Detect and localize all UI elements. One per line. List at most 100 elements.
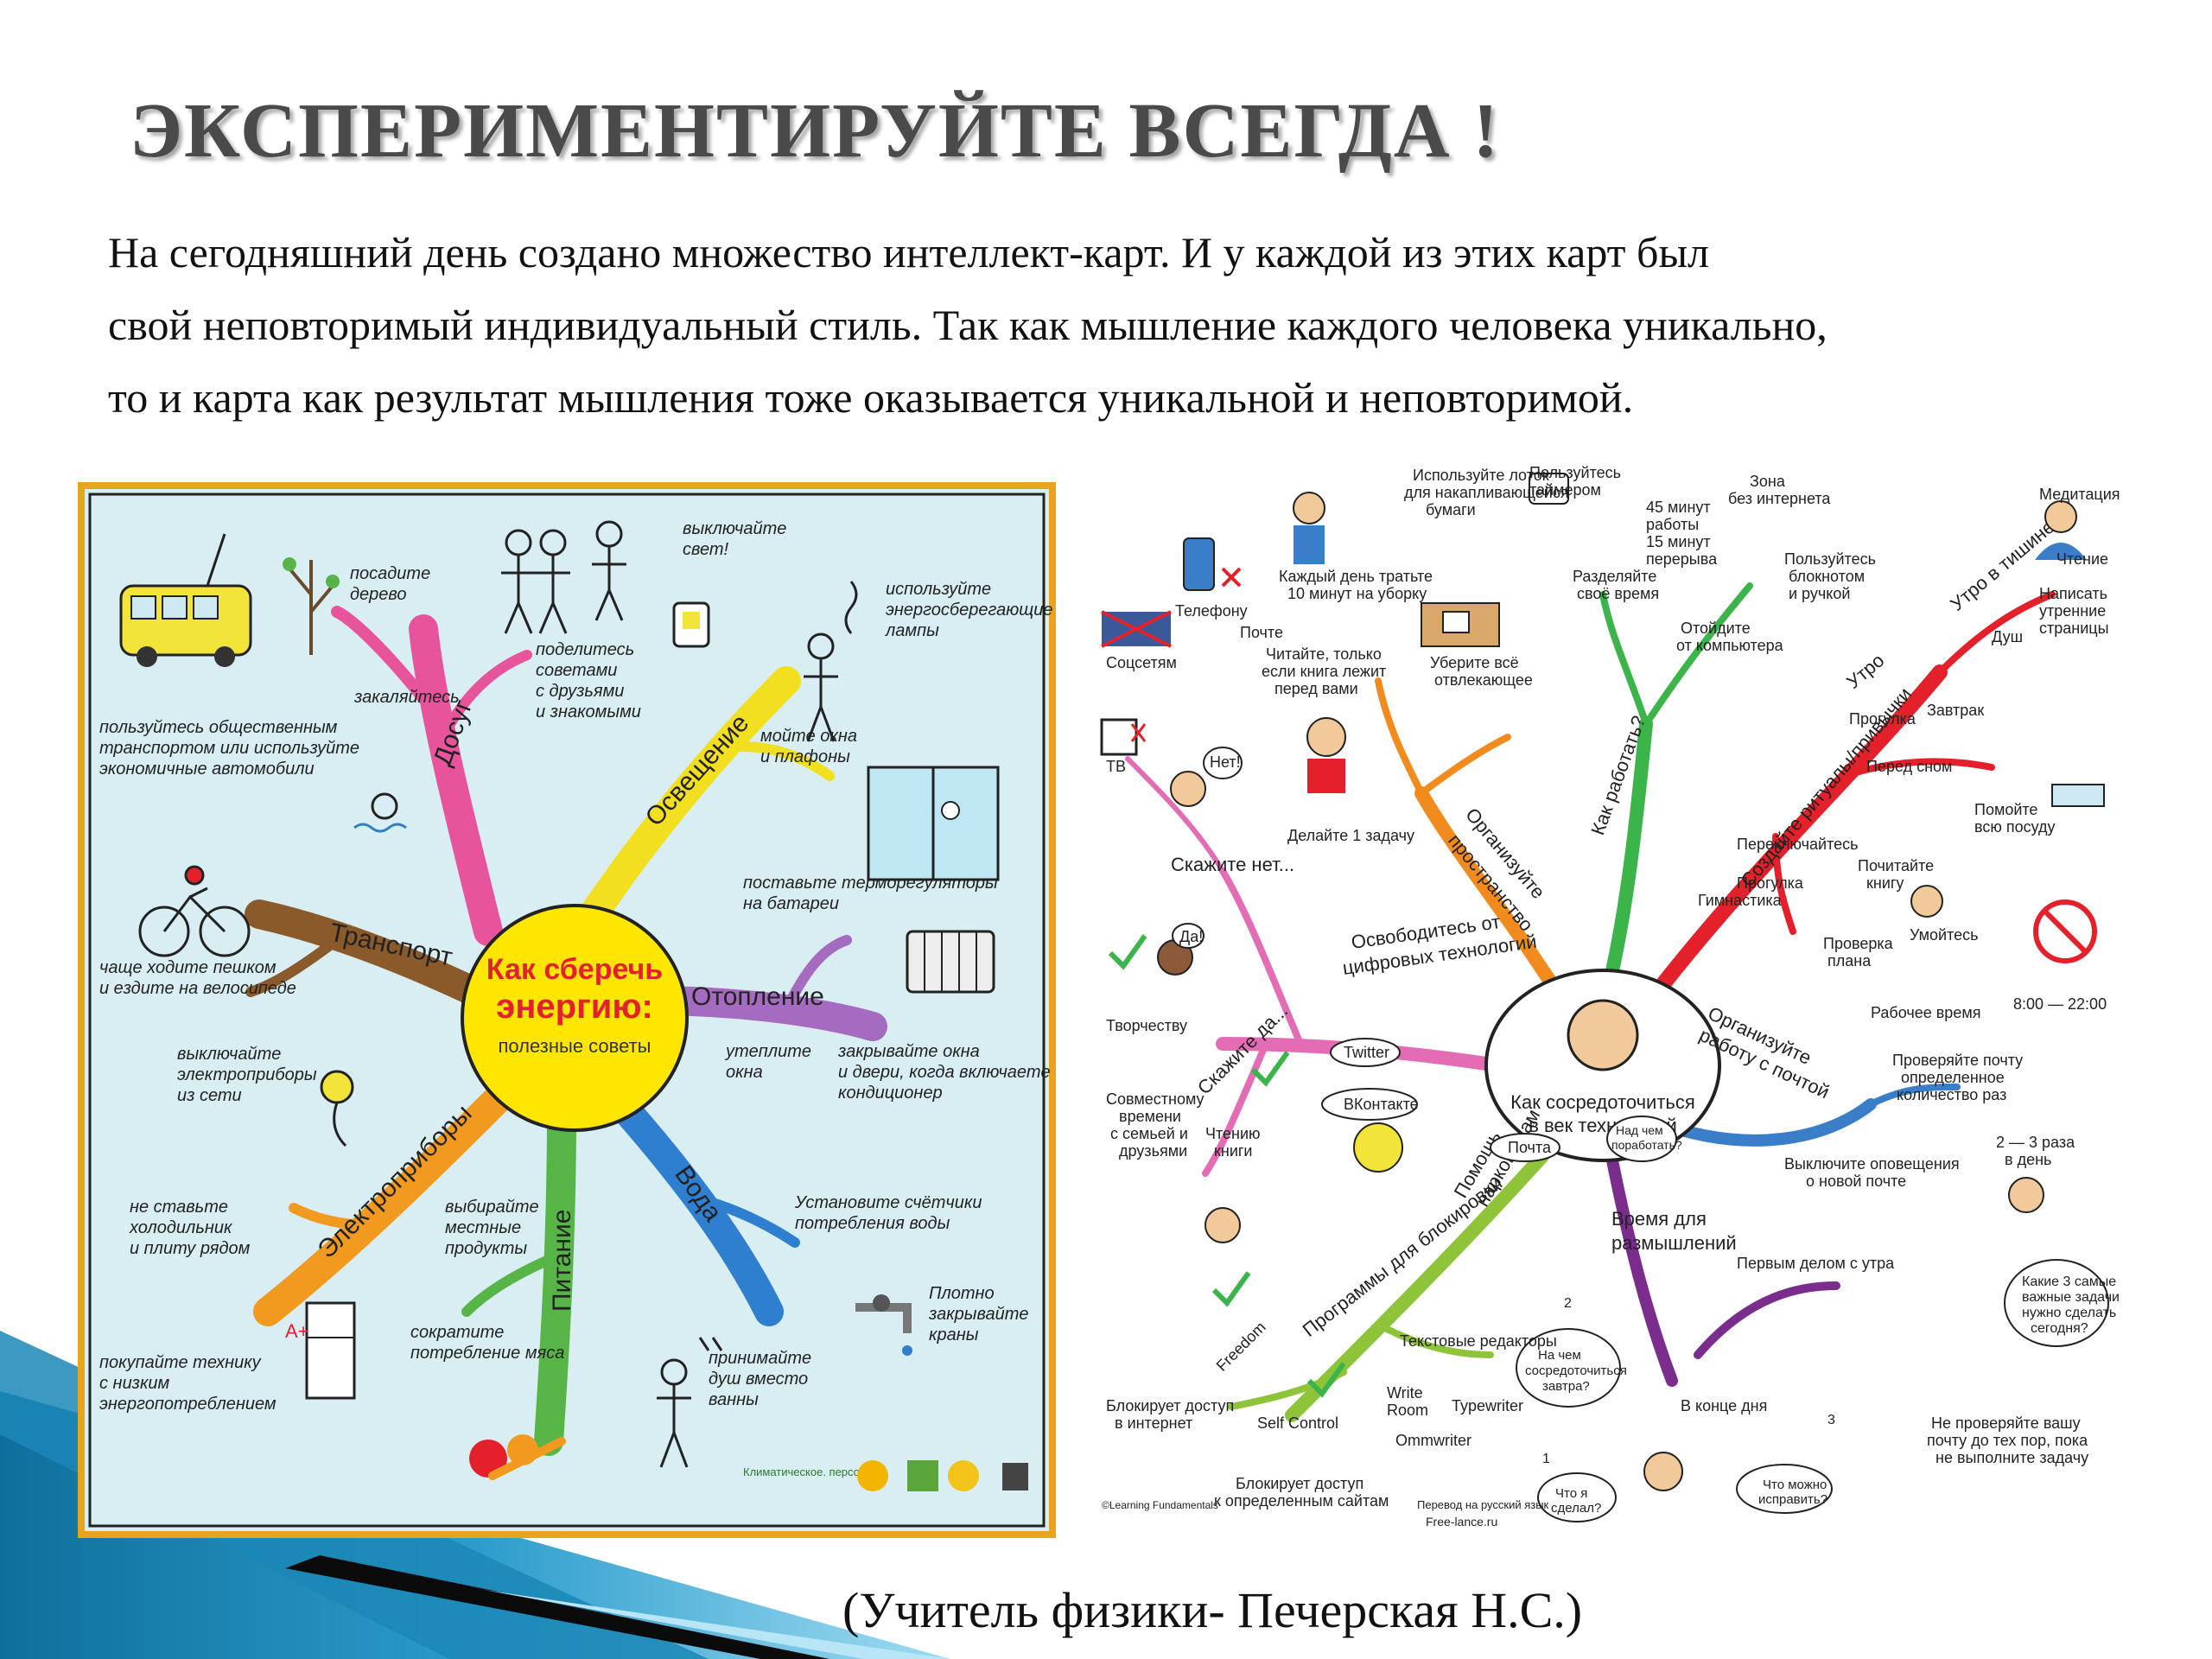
tip-text: потребления воды xyxy=(795,1214,950,1233)
fridge-icon: A+ xyxy=(285,1301,356,1400)
tip-text: покупайте технику xyxy=(99,1353,262,1372)
vegetables-icon xyxy=(469,1434,566,1480)
timer-icon xyxy=(1529,473,1569,505)
label: сосредоточиться xyxy=(1525,1363,1627,1378)
label: таймером xyxy=(1529,481,1601,499)
center-title: Как сберечь xyxy=(486,953,663,986)
label: важные задачи xyxy=(2022,1290,2120,1305)
label: Почта xyxy=(1508,1139,1552,1156)
footer-logo-text: Климатическое. персонал xyxy=(743,1465,879,1478)
label: всю посуду xyxy=(1974,818,2056,836)
lamp-icon xyxy=(672,601,710,648)
tip-text: транспортом или используйте xyxy=(99,739,359,758)
tip-text: окна xyxy=(726,1063,763,1082)
tip-text: местные xyxy=(445,1218,521,1237)
tip-text: закаляйтесь xyxy=(353,688,460,707)
label: Зона xyxy=(1750,473,1786,490)
tip-text: пользуйтесь общественным xyxy=(99,718,338,737)
shower-icon xyxy=(657,1337,723,1468)
tip-text: мойте окна xyxy=(760,727,857,746)
label: Почте xyxy=(1240,624,1283,641)
label: без интернета xyxy=(1728,490,1831,507)
tip-text: продукты xyxy=(445,1239,527,1258)
label: Да! xyxy=(1179,928,1203,945)
label: ВКонтакте xyxy=(1344,1096,1419,1113)
label: времени xyxy=(1119,1108,1181,1125)
label: Разделяйте xyxy=(1573,568,1656,585)
label: Текстовые редакторы xyxy=(1400,1332,1557,1350)
step-number: 3 xyxy=(1827,1413,1835,1427)
label: к определенным сайтам xyxy=(1214,1492,1389,1510)
branch-label: Скажите нет... xyxy=(1171,854,1294,875)
paragraph-line: то и карта как результат мышления тоже о… xyxy=(108,373,1634,422)
label: и ручкой xyxy=(1789,585,1850,602)
label: Помойте xyxy=(1974,801,2037,818)
tip-text: утеплите xyxy=(724,1042,811,1061)
svg-text:A+: A+ xyxy=(285,1320,309,1342)
label: Self Control xyxy=(1257,1414,1338,1432)
facebook-icon xyxy=(1101,610,1172,648)
tip-text: чаще ходите пешком xyxy=(99,958,276,977)
bus-icon xyxy=(119,533,252,667)
label: сегодня? xyxy=(2031,1321,2088,1336)
label: Делайте 1 задачу xyxy=(1287,827,1414,844)
label: Какие 3 самые xyxy=(2022,1274,2116,1289)
label: Используйте лоток xyxy=(1413,467,1549,484)
label: Завтрак xyxy=(1927,702,1984,719)
label: количество раз xyxy=(1897,1086,2006,1103)
tip-text: из сети xyxy=(177,1086,242,1105)
label: Соцсетям xyxy=(1106,654,1177,671)
label: страницы xyxy=(2039,620,2109,637)
label: исправить? xyxy=(1758,1492,1827,1507)
person-icon xyxy=(1293,492,1325,564)
label: В конце дня xyxy=(1681,1397,1767,1414)
label: если книга лежит xyxy=(1262,663,1386,680)
label: Проверяйте почту xyxy=(1892,1052,2023,1069)
label: о новой почте xyxy=(1806,1173,1906,1190)
tip-text: энергосберегающие xyxy=(886,601,1053,620)
tip-text: краны xyxy=(929,1325,979,1344)
label: Душ xyxy=(1992,628,2023,645)
tip-text: принимайте xyxy=(709,1349,811,1368)
tip-text: и двери, когда включаете xyxy=(838,1063,1051,1082)
label: в интернет xyxy=(1115,1414,1192,1432)
center-text: Как сосредоточиться xyxy=(1510,1091,1695,1113)
tip-text: выключайте xyxy=(177,1045,281,1064)
branch-label: Время для xyxy=(1611,1208,1707,1230)
label: 8:00 — 22:00 xyxy=(2013,995,2107,1013)
tip-text: и плиту рядом xyxy=(130,1239,251,1258)
label: Пользуйтесь xyxy=(1784,550,1876,568)
label: книгу xyxy=(1866,874,1904,892)
credit-text: ©Learning Fundamentals xyxy=(1102,1499,1218,1511)
label: Написать xyxy=(2039,585,2107,602)
label: Телефону xyxy=(1175,602,1248,620)
label: Typewriter xyxy=(1452,1397,1523,1414)
label: друзьями xyxy=(1119,1142,1187,1160)
tip-text: ванны xyxy=(709,1390,759,1409)
label: Нет! xyxy=(1210,753,1241,771)
tree-icon xyxy=(283,557,340,655)
reading-girl-icon xyxy=(1306,717,1346,793)
sink-icon xyxy=(2051,784,2105,807)
label: Write xyxy=(1387,1384,1423,1402)
label: для накапливающейся xyxy=(1404,484,1569,501)
tip-text: на батареи xyxy=(743,894,839,913)
label: 45 минут xyxy=(1646,499,1711,516)
tip-text: энергопотреблением xyxy=(99,1395,276,1414)
label: почту до тех пор, пока xyxy=(1927,1432,2088,1449)
focus-mind-map: Как сосредоточиться в век технологий Орг… xyxy=(1093,464,2120,1555)
tips: посадите дерево поделитесь советами с др… xyxy=(99,519,1053,1414)
tip-text: Установите счётчики xyxy=(794,1193,982,1212)
labels: Используйте лоток для накапливающейся бу… xyxy=(1102,464,2120,1529)
label: Не проверяйте вашу xyxy=(1931,1414,2081,1432)
tip-text: выключайте xyxy=(683,519,786,538)
step-number: 1 xyxy=(1542,1452,1550,1466)
label: Читайте, только xyxy=(1266,645,1382,663)
bulb-icon xyxy=(804,581,858,742)
tap-icon xyxy=(855,1294,912,1356)
label: ТВ xyxy=(1106,758,1126,775)
tip-text: потребление мяса xyxy=(410,1344,564,1363)
label: перед вами xyxy=(1274,680,1358,697)
label: 2 — 3 раза xyxy=(1996,1134,2075,1151)
label: Пользуйтесь xyxy=(1529,464,1621,481)
